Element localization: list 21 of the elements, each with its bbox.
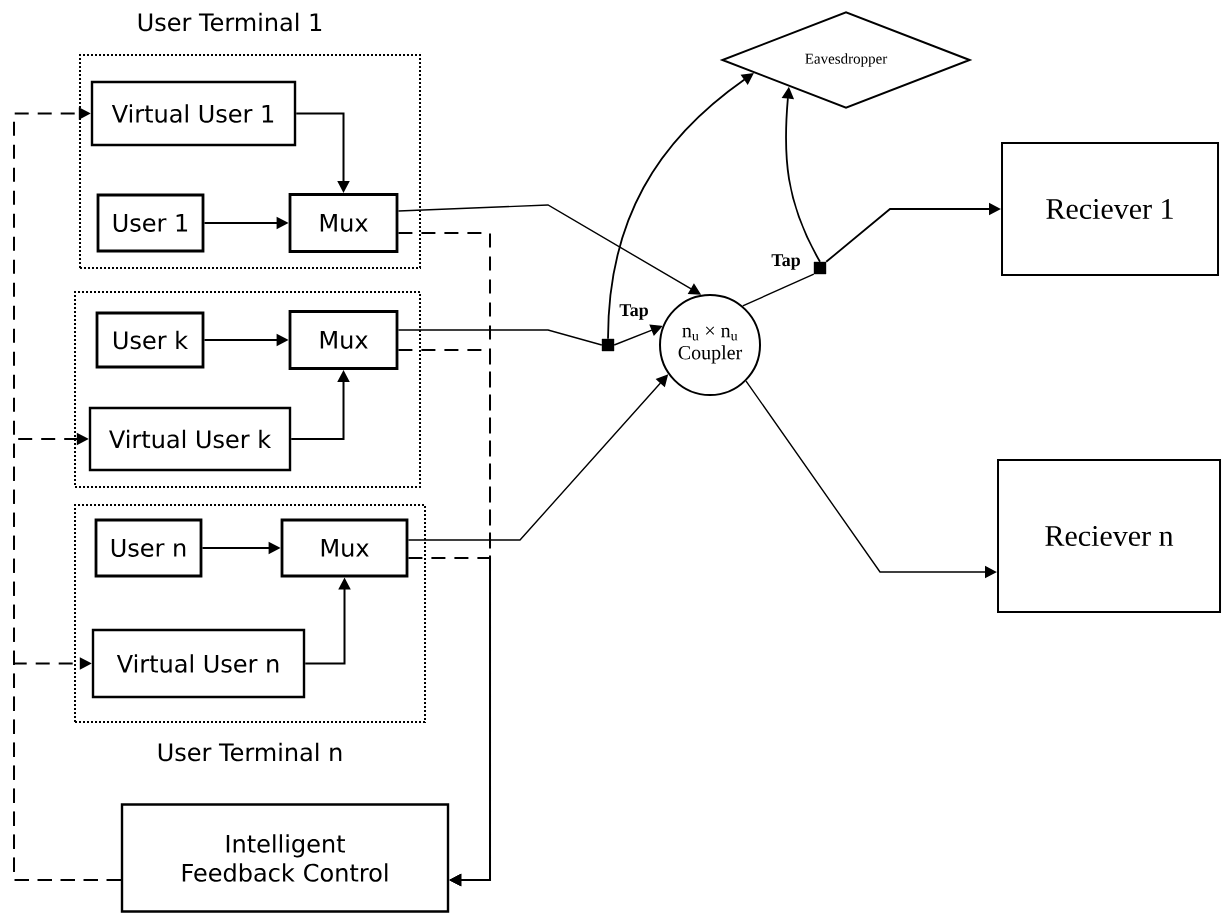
process-box: User n: [94, 518, 203, 578]
tap-label: Tap: [619, 304, 648, 320]
line: [397, 329, 603, 346]
receiver-box: Reciever n: [997, 459, 1221, 613]
tap-label: Tap: [771, 254, 800, 270]
terminal-group: [74, 291, 421, 488]
mux-box: Mux: [288, 310, 399, 370]
receiver-box: Reciever 1: [1001, 142, 1219, 276]
mux-box: Mux: [288, 193, 399, 253]
dashed-arrow: [13, 657, 122, 881]
node-label: User Terminal 1: [138, 12, 322, 32]
line: [742, 273, 815, 307]
process-box: Intelligent Feedback Control: [120, 803, 450, 913]
mux-box: Mux: [280, 518, 409, 578]
process-box: Virtual User 1: [90, 80, 297, 147]
process-box: Virtual User n: [91, 628, 306, 699]
process-box: User 1: [96, 193, 205, 253]
process-box: User k: [95, 311, 205, 369]
dashed-arrow: [407, 557, 491, 887]
node-label: User Terminal n: [158, 742, 342, 762]
process-box: Virtual User k: [88, 406, 292, 472]
